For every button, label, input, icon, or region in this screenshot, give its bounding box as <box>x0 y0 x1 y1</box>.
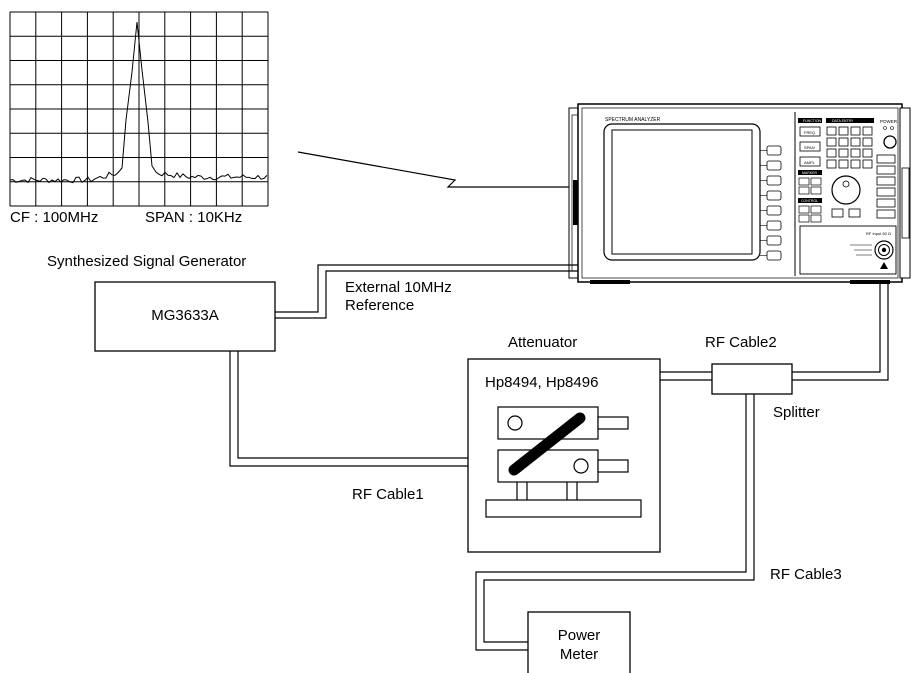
keypad-key[interactable] <box>862 126 873 136</box>
keypad-key[interactable] <box>826 137 837 147</box>
rf-cable1-label: RF Cable1 <box>352 486 424 503</box>
rf-cable1 <box>229 351 468 467</box>
rf-cable3-label: RF Cable3 <box>770 566 842 583</box>
softkey[interactable] <box>766 220 782 231</box>
softkey[interactable] <box>766 190 782 201</box>
softkey[interactable] <box>766 205 782 216</box>
function-key[interactable] <box>876 187 896 197</box>
analyzer-softkeys <box>760 145 782 261</box>
analyzer-screen-title: SPECTRUM ANALYZER <box>605 117 661 123</box>
span-label: SPAN : 10KHz <box>145 209 243 226</box>
keypad-key[interactable] <box>850 137 861 147</box>
attenuator-caption: Attenuator <box>508 334 578 351</box>
power-meter-box <box>527 611 631 673</box>
spectrum-analyzer: SPECTRUM ANALYZER FUNCTION FREQ SPAN AMP… <box>568 103 911 284</box>
keypad-key[interactable] <box>850 148 861 158</box>
rf-cable2-label: RF Cable2 <box>705 334 777 351</box>
span-key[interactable] <box>799 141 821 152</box>
power-label: POWER <box>880 119 898 124</box>
spectrum-trace <box>9 21 268 184</box>
softkey[interactable] <box>766 235 782 246</box>
keypad-key[interactable] <box>826 126 837 136</box>
control-key[interactable] <box>798 205 810 214</box>
power-meter-line2: Meter <box>559 646 599 663</box>
keypad-key[interactable] <box>850 126 861 136</box>
splitter-box <box>711 363 793 395</box>
function-key[interactable] <box>876 165 896 175</box>
rf-cable2 <box>660 282 889 381</box>
control-key[interactable] <box>798 214 810 223</box>
power-switch[interactable] <box>883 135 897 149</box>
control-key[interactable] <box>810 205 822 214</box>
display-pointer-arrow <box>297 151 630 188</box>
function-section-label: FUNCTION <box>803 119 822 123</box>
reference-cable <box>275 264 578 319</box>
marker-section-label: MARKER <box>802 171 817 175</box>
tuning-knob[interactable] <box>831 175 861 205</box>
signal-generator-model: MG3633A <box>151 307 219 324</box>
keypad-key[interactable] <box>838 159 849 169</box>
keypad-key[interactable] <box>850 159 861 169</box>
marker-key[interactable] <box>798 186 810 195</box>
step-down-key[interactable] <box>831 208 844 218</box>
power-meter-line1: Power <box>557 627 601 644</box>
attenuator-icon <box>485 406 642 518</box>
keypad-key[interactable] <box>862 148 873 158</box>
reference-label-line2: Reference <box>345 297 415 314</box>
marker-key[interactable] <box>810 177 822 186</box>
softkey[interactable] <box>766 160 782 171</box>
analyzer-screen <box>611 129 753 255</box>
ampl-key[interactable] <box>799 156 821 167</box>
keypad-key[interactable] <box>826 159 837 169</box>
softkey[interactable] <box>766 250 782 261</box>
function-key[interactable] <box>876 154 896 164</box>
step-up-key[interactable] <box>848 208 861 218</box>
ampl-key-label: AMPL <box>804 160 816 165</box>
rf-input-label: RF Input 50 Ω <box>866 231 891 236</box>
marker-key[interactable] <box>810 186 822 195</box>
keypad-key[interactable] <box>862 137 873 147</box>
center-frequency-label: CF : 100MHz <box>10 209 99 226</box>
analyzer-lower-keys <box>798 177 822 223</box>
rf-cable3 <box>475 394 755 651</box>
splitter-label: Splitter <box>773 404 820 421</box>
softkey[interactable] <box>766 145 782 156</box>
function-key[interactable] <box>876 198 896 208</box>
span-key-label: SPAN <box>804 145 815 150</box>
attenuator-models: Hp8494, Hp8496 <box>485 374 599 391</box>
spectrum-display <box>9 11 269 207</box>
freq-key-label: FREQ <box>804 130 815 135</box>
keypad-key[interactable] <box>862 159 873 169</box>
analyzer-keypad <box>826 126 896 219</box>
analyzer-right-handle <box>899 107 911 279</box>
keypad-key[interactable] <box>838 137 849 147</box>
function-key[interactable] <box>876 176 896 186</box>
control-key[interactable] <box>810 214 822 223</box>
signal-generator-box <box>94 281 276 352</box>
signal-generator-caption: Synthesized Signal Generator <box>47 253 247 270</box>
control-section-label: CONTROL <box>801 199 818 203</box>
reference-label-line1: External 10MHz <box>345 279 452 296</box>
data-entry-section-label: DATA ENTRY <box>832 119 854 123</box>
marker-key[interactable] <box>798 177 810 186</box>
function-key[interactable] <box>876 209 896 219</box>
freq-key[interactable] <box>799 126 821 137</box>
keypad-key[interactable] <box>838 148 849 158</box>
keypad-key[interactable] <box>838 126 849 136</box>
keypad-key[interactable] <box>826 148 837 158</box>
softkey[interactable] <box>766 175 782 186</box>
